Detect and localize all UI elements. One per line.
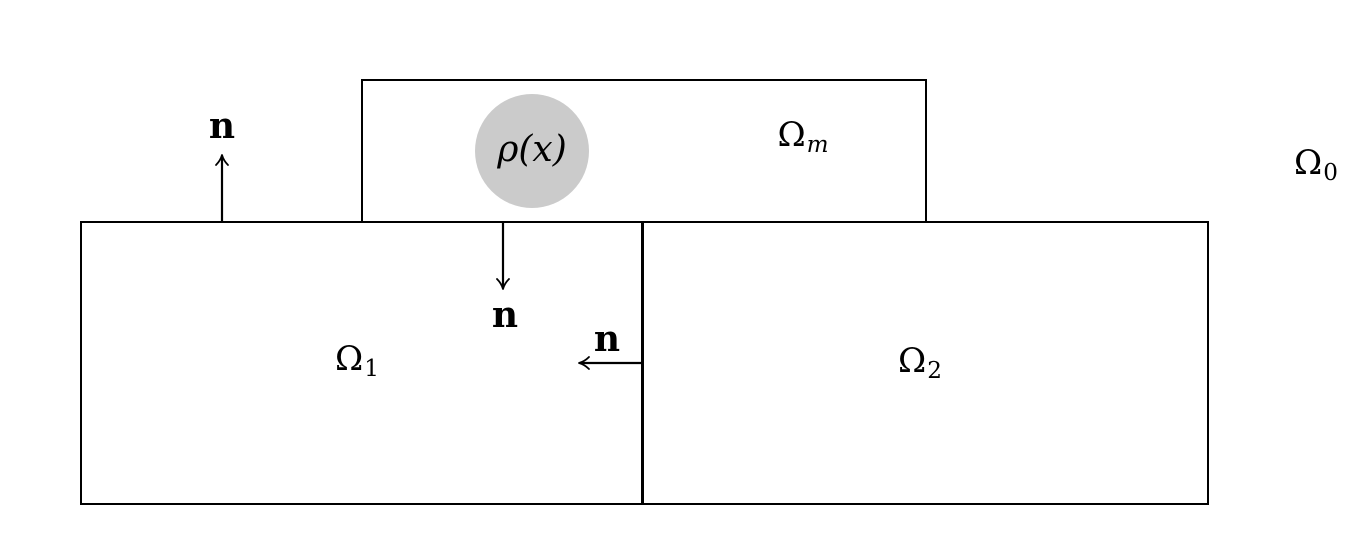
density-circle: ρ(x) (475, 94, 589, 208)
omega-2-label: Ω2 (898, 344, 942, 384)
omega-1-label: Ω1 (335, 342, 379, 382)
omega-m-label: Ωm (777, 118, 828, 158)
normal-label-down: n (491, 294, 519, 336)
omega-2-subscript: 2 (927, 358, 942, 385)
omega-0-subscript: 0 (1323, 160, 1338, 187)
omega-1-subscript: 1 (364, 356, 379, 383)
omega-2-base: Ω (898, 341, 927, 382)
omega1-omega2-interface-line (641, 221, 644, 505)
density-label: ρ(x) (497, 129, 567, 170)
omega-m-subscript: m (806, 132, 829, 159)
omega-1-base: Ω (335, 339, 364, 380)
omega-0-label: Ω0 (1294, 146, 1338, 186)
omega-0-base: Ω (1294, 143, 1323, 184)
omega-m-base: Ω (777, 115, 806, 156)
omega-m-region (361, 79, 927, 224)
normal-label-up: n (208, 105, 236, 147)
omega-1-2-region (80, 221, 1209, 505)
normal-label-interface: n (593, 318, 621, 360)
